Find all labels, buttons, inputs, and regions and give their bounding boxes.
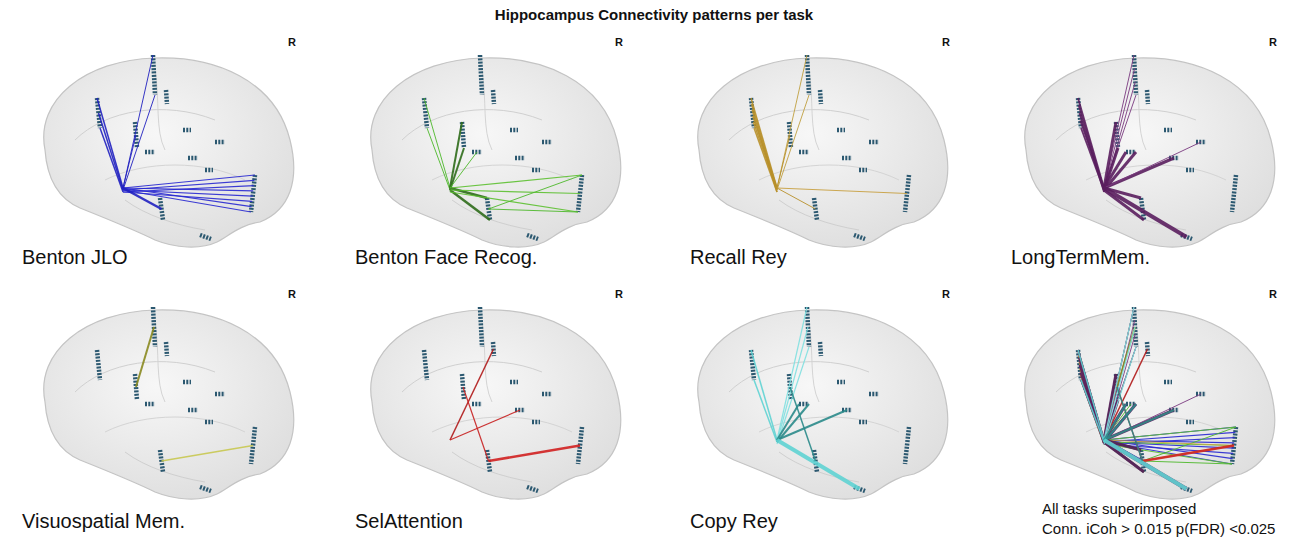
connectivity-line	[752, 104, 777, 190]
connectivity-line	[123, 95, 155, 190]
connectivity-line	[1081, 128, 1104, 190]
connectivity-line	[1104, 307, 1134, 440]
hemisphere-marker: R	[942, 36, 950, 49]
connectivity-line	[100, 128, 123, 192]
connectivity-line	[123, 135, 136, 188]
connectivity-line	[1104, 307, 1134, 440]
connectivity-line	[777, 307, 807, 440]
connectivity-line	[1104, 55, 1134, 188]
connectivity-line	[1104, 440, 1187, 489]
connectivity-line	[1117, 387, 1143, 461]
hemisphere-marker: R	[942, 288, 950, 301]
panel-label: Copy Rey	[690, 510, 778, 533]
connectivity-line	[489, 209, 579, 212]
connectivity-line	[777, 135, 790, 188]
connectivity-line	[1078, 350, 1104, 440]
connectivity-line	[99, 113, 124, 190]
connectivity-line	[489, 446, 581, 462]
connectivity-line	[1104, 440, 1187, 489]
connectivity-line	[1080, 113, 1105, 192]
connectivity-line	[753, 122, 777, 190]
panel-label: Recall Rey	[690, 246, 787, 269]
hemisphere-marker: R	[288, 288, 296, 301]
connectivity-line	[1079, 106, 1104, 191]
connectivity-line	[1143, 446, 1235, 462]
connectivity-line	[777, 55, 807, 188]
connectivity-line	[1104, 188, 1187, 237]
connectivity-line	[123, 188, 162, 209]
connectivity-line	[450, 175, 582, 188]
connectivity-line	[1078, 350, 1104, 440]
connectivity-line	[1104, 444, 1232, 464]
connectivity-line	[1104, 190, 1144, 220]
connectivity-line	[1104, 152, 1136, 190]
connectivity-line	[777, 95, 809, 190]
connectivity-line	[1143, 461, 1233, 464]
connectivity-line	[1081, 380, 1104, 444]
connectivity-line	[1078, 350, 1104, 440]
connectivity-line	[1078, 350, 1104, 440]
connectivity-line	[136, 327, 154, 387]
connectivity-line	[463, 387, 489, 461]
connectivity-line	[1104, 427, 1236, 440]
connectivity-line	[1078, 350, 1104, 440]
connectivity-line	[1104, 410, 1174, 440]
connectivity-line	[1104, 307, 1134, 440]
connectivity-line	[162, 446, 254, 462]
connectivity-line	[97, 98, 123, 188]
panel-label: Benton Face Recog.	[355, 246, 537, 269]
connectivity-line	[450, 122, 462, 188]
connectivity-line	[1104, 142, 1201, 188]
connectivity-line	[754, 380, 777, 442]
hemisphere-marker: R	[1269, 288, 1277, 301]
connectivity-line	[450, 410, 520, 440]
connectivity-line	[1080, 365, 1105, 444]
connectivity-line	[754, 128, 777, 192]
panel-label: Conn. iCoh > 0.015 p(FDR) <0.025	[1042, 520, 1275, 537]
connectivity-line	[752, 110, 777, 192]
connectivity-line	[1104, 307, 1134, 440]
connectivity-line	[1104, 404, 1136, 442]
connectivity-line	[450, 192, 578, 212]
connectivity-line	[489, 175, 583, 209]
hemisphere-marker: R	[288, 36, 296, 49]
connectivity-line	[777, 188, 816, 209]
connectivity-line	[424, 98, 450, 188]
panel-label: All tasks superimposed	[1042, 500, 1196, 517]
panel-label: Benton JLO	[22, 246, 128, 269]
figure-title: Hippocampus Connectivity patterns per ta…	[495, 6, 813, 23]
connectivity-line	[777, 410, 847, 440]
connectivity-line	[1081, 380, 1104, 444]
connectivity-line	[753, 116, 777, 188]
connectivity-line	[450, 148, 464, 190]
connectivity-line	[450, 190, 580, 194]
connectivity-line	[450, 152, 477, 188]
panel-label: SelAttention	[355, 510, 463, 533]
connectivity-line	[1078, 98, 1104, 188]
connectivity-line	[427, 128, 450, 190]
connectivity-line	[751, 98, 777, 188]
panel-label: LongTermMem.	[1011, 246, 1150, 269]
connectivity-line	[1081, 380, 1104, 442]
hemisphere-marker: R	[615, 288, 623, 301]
connectivity-line	[790, 387, 816, 461]
connectivity-line	[1143, 446, 1235, 462]
connectivity-line	[450, 190, 490, 220]
connectivity-line	[777, 188, 907, 194]
connectivity-line	[1081, 380, 1104, 442]
connectivity-line	[751, 350, 777, 440]
hemisphere-marker: R	[615, 36, 623, 49]
connectivity-line	[1104, 410, 1174, 440]
connectivity-line	[123, 190, 251, 212]
connectivity-line	[1079, 362, 1104, 444]
connectivity-line	[777, 440, 860, 489]
connectivity-line	[777, 404, 809, 442]
connectivity-line	[1081, 380, 1104, 442]
hemisphere-marker: R	[1269, 36, 1277, 49]
connectivity-line	[1104, 410, 1174, 440]
connectivity-line	[123, 55, 153, 188]
connectivity-line	[450, 349, 494, 440]
panel-label: Visuospatial Mem.	[22, 510, 185, 533]
